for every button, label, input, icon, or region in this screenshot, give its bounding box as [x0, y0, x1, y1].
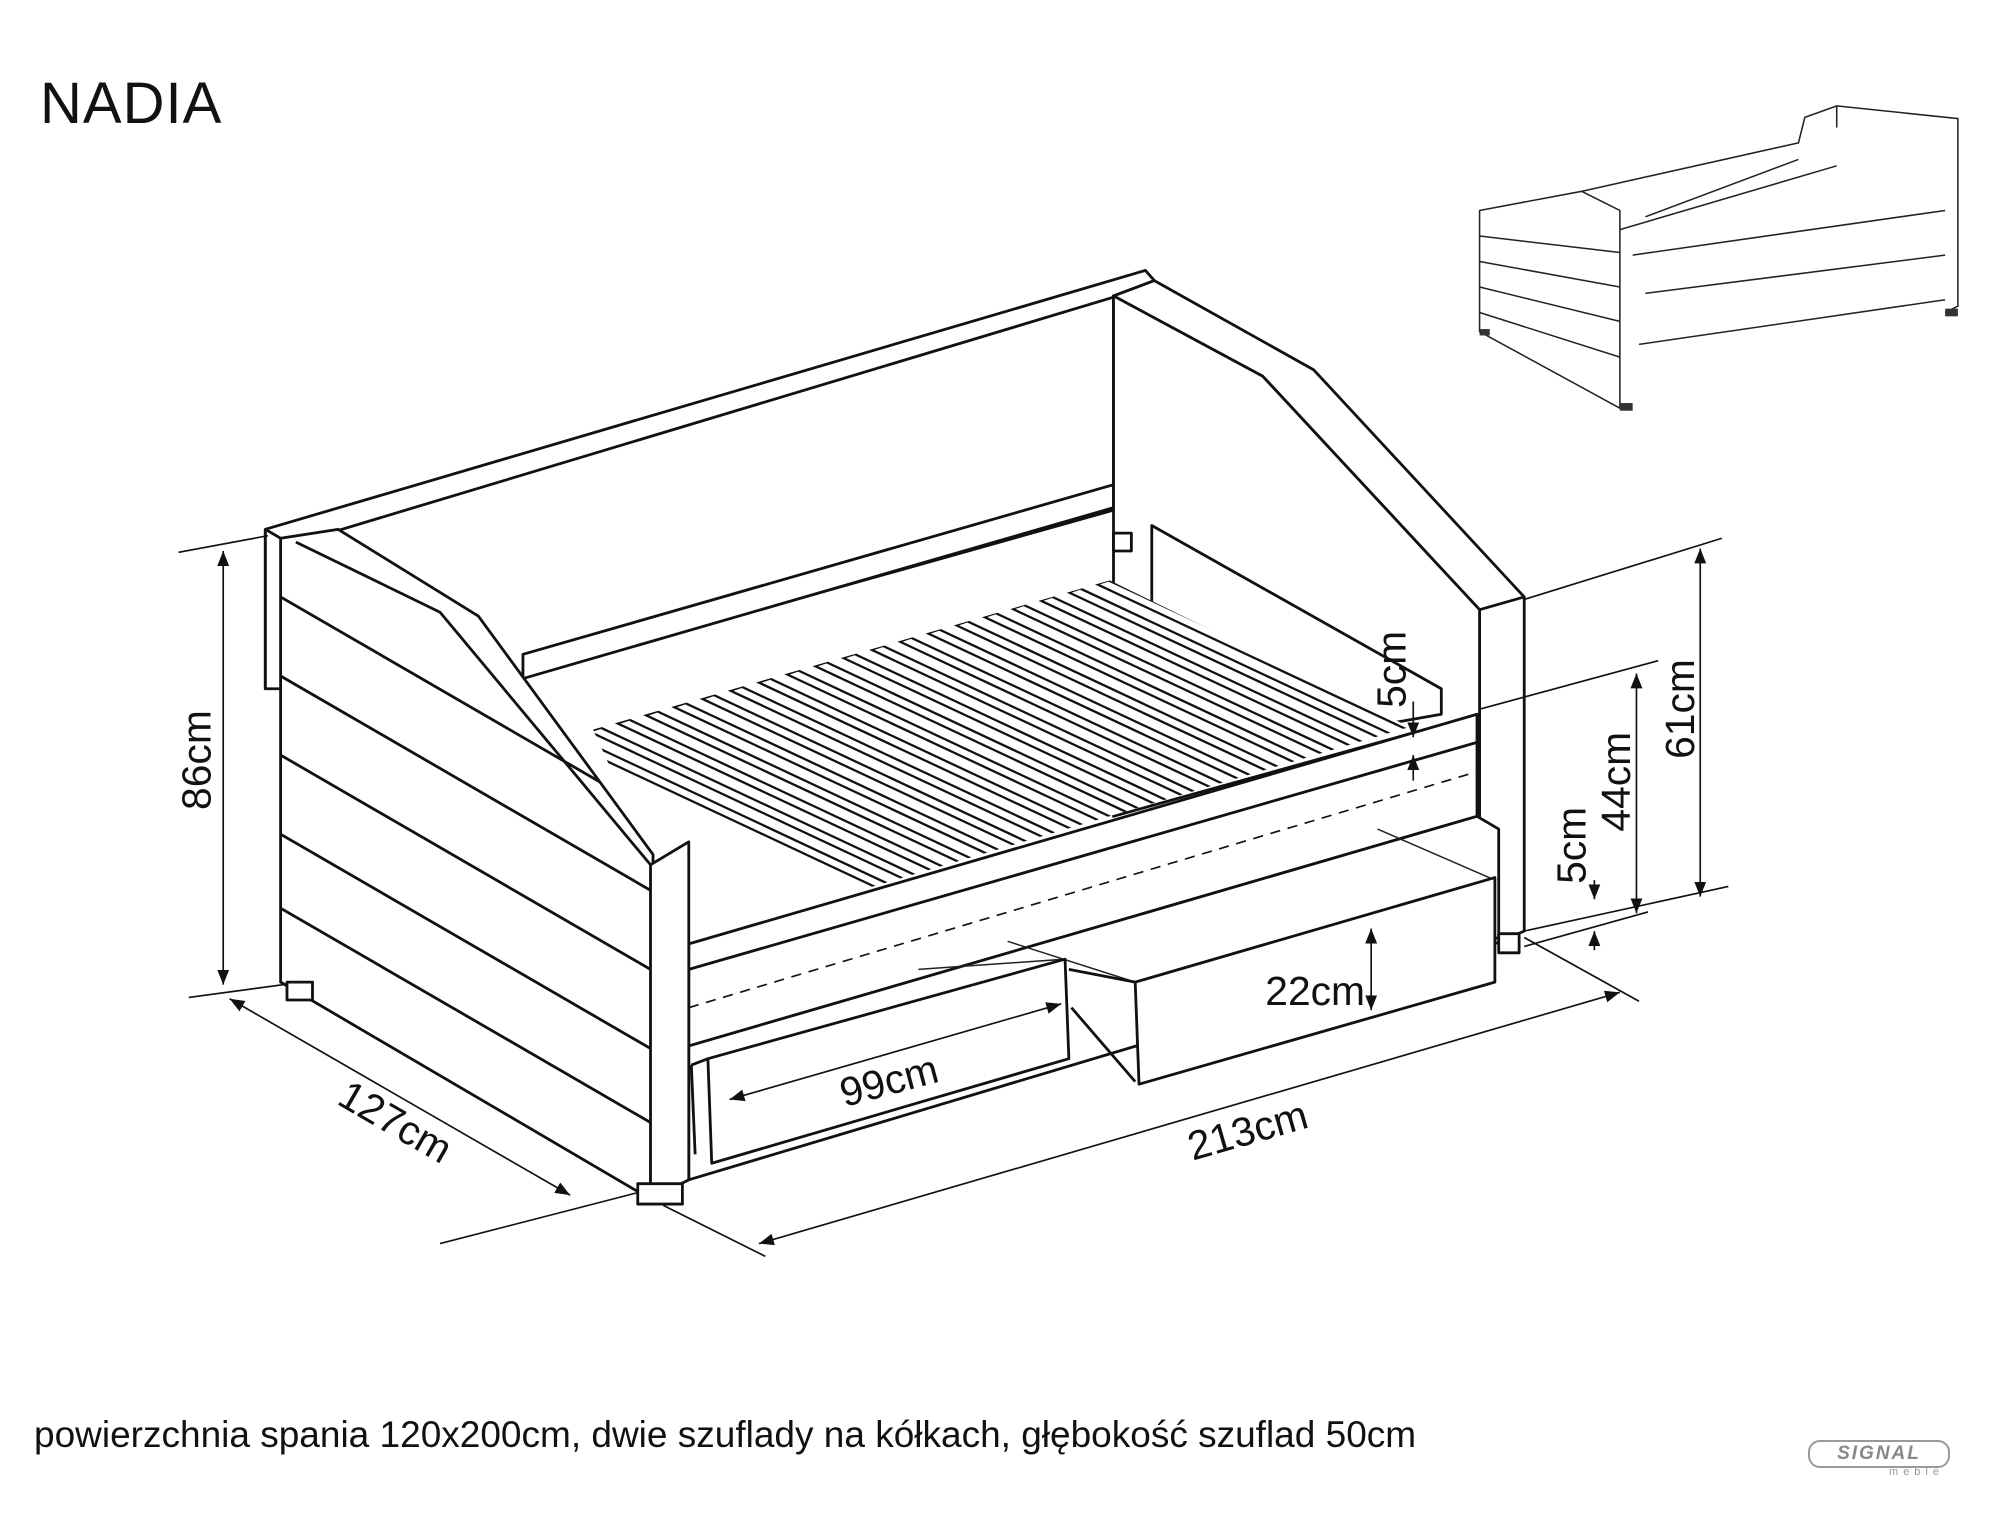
dim-label-127: 127cm: [331, 1071, 460, 1172]
bracket-icon: [1112, 531, 1133, 553]
dim-label-5-bottom: 5cm: [1548, 807, 1594, 884]
dimension-lines: [178, 534, 1729, 1258]
inset-view: [1478, 105, 1959, 411]
product-description: powierzchnia spania 120x200cm, dwie szuf…: [34, 1414, 1417, 1455]
product-title: NADIA: [40, 71, 223, 136]
signal-logo: SIGNAL meble: [1808, 1440, 1950, 1490]
leg: [636, 1182, 684, 1206]
logo-name: SIGNAL: [1808, 1440, 1950, 1468]
dim-label-213: 213cm: [1182, 1091, 1312, 1169]
logo-sub: meble: [1889, 1466, 1944, 1478]
dim-label-86: 86cm: [173, 710, 219, 810]
slatted-base: [593, 580, 1410, 942]
dim-label-5-top: 5cm: [1369, 631, 1415, 708]
dim-label-44: 44cm: [1593, 732, 1639, 832]
dim-label-22: 22cm: [1265, 968, 1365, 1014]
leg: [1497, 932, 1521, 955]
leg: [285, 980, 314, 1002]
dim-label-61: 61cm: [1657, 659, 1703, 759]
